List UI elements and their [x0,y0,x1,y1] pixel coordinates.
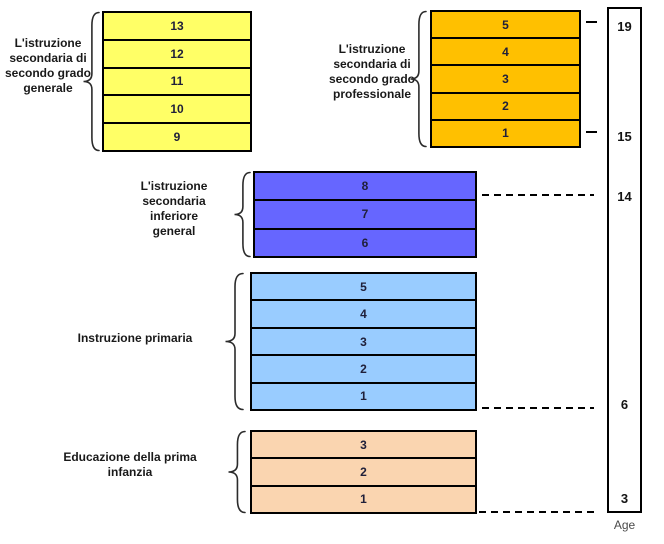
age-leader-6 [482,407,594,409]
label-upper-secondary-vocational: L'istruzione secondaria di secondo grado… [328,42,416,102]
age-axis-caption: Age [613,518,636,532]
year-row: 12 [104,41,250,69]
year-row: 3 [432,66,579,94]
year-row: 2 [432,94,579,121]
age-leader-14 [482,194,594,196]
age-leader-3 [479,511,594,513]
year-row: 13 [104,13,250,41]
label-line: L'istruzione [338,42,406,56]
label-line: general [152,224,196,238]
label-line: Instruzione primaria [77,331,193,345]
label-line: secondaria di [9,51,87,65]
box-early-childhood: 3 2 1 [250,430,477,514]
brace-icon [224,272,244,411]
brace-icon [233,171,251,258]
year-row: 7 [255,201,475,230]
age-value: 15 [617,129,632,144]
year-row: 1 [502,126,509,141]
year-row: 4 [432,39,579,67]
brace-icon [82,11,100,152]
year-row: 3 [252,432,475,460]
year-row: 9 [173,130,181,145]
year-row: 1 [360,389,367,404]
age-value: 6 [620,397,629,412]
age-value: 3 [620,491,629,506]
label-primary: Instruzione primaria [50,331,220,346]
brace-icon [409,10,427,148]
year-row: 11 [104,69,250,97]
label-upper-secondary-general: L'istruzione secondaria di secondo grado… [0,36,96,96]
label-line: L'istruzione [14,36,82,50]
age-value: 14 [617,189,632,204]
box-upper-secondary-vocational: 5 4 3 2 1 [430,10,581,148]
year-row: 2 [252,356,475,384]
label-line: secondo grado [4,66,91,80]
age-tick-19 [586,21,597,23]
year-row: 1 [360,492,367,507]
age-tick-15 [586,131,597,133]
label-line: secondaria [142,194,206,208]
label-line: L'istruzione [140,179,208,193]
year-row: 2 [252,459,475,487]
label-line: professionale [332,87,412,101]
label-lower-secondary-general: L'istruzione secondaria inferiore genera… [122,179,226,239]
label-early-childhood: Educazione della prima infanzia [42,450,218,480]
label-line: inferiore [149,209,198,223]
year-row: 5 [432,12,579,40]
year-row: 10 [104,96,250,125]
year-row: 6 [361,235,369,250]
age-axis: 19 15 14 6 3 [607,7,642,513]
box-lower-secondary-general: 8 7 6 [253,171,477,258]
label-line: generale [23,81,73,95]
year-row: 3 [252,329,475,357]
year-row: 8 [255,173,475,202]
year-row: 5 [252,274,475,302]
label-line: secondo grado [328,72,415,86]
label-line: Educazione della prima [63,450,197,464]
box-primary: 5 4 3 2 1 [250,272,477,411]
year-row: 4 [252,301,475,329]
brace-icon [227,430,246,514]
label-line: infanzia [107,465,153,479]
box-upper-secondary-general: 13 12 11 10 9 [102,11,252,152]
label-line: secondaria di [333,57,411,71]
age-value: 19 [617,19,632,34]
